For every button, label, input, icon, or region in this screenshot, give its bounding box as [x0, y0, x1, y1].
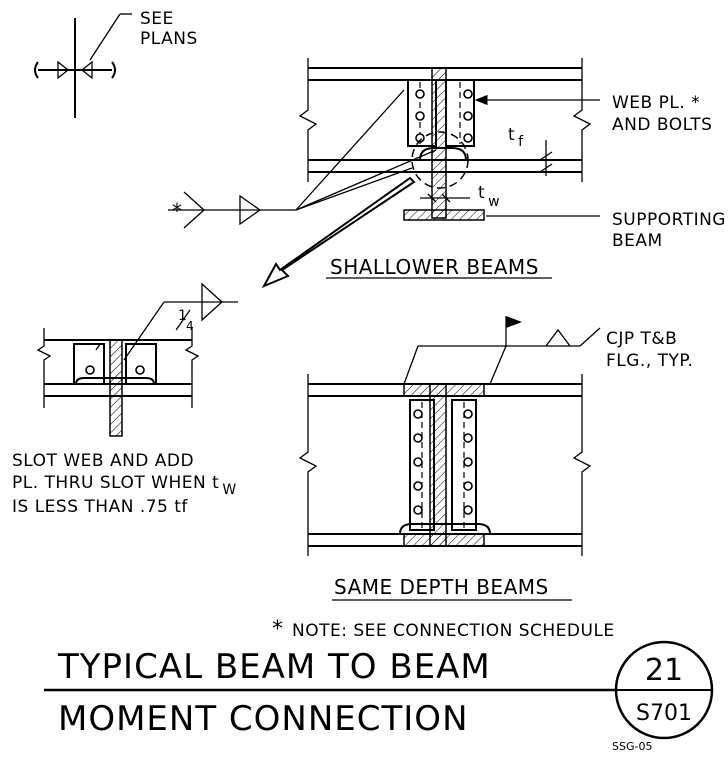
see-plans-label-1: SEE	[140, 9, 174, 29]
weld-fraction-denominator: 4	[186, 319, 194, 333]
connection-schedule-note: NOTE: SEE CONNECTION SCHEDULE	[292, 621, 615, 641]
web-plate-label-1: WEB PL. *	[612, 93, 700, 113]
supporting-beam-label-2: BEAM	[612, 231, 663, 251]
cjp-label-1: CJP T&B	[606, 329, 677, 349]
shallower-beams-caption: SHALLOWER BEAMS	[330, 255, 539, 279]
see-plans-label-2: PLANS	[140, 29, 198, 49]
detail-number: 21	[645, 653, 683, 688]
same-depth-caption: SAME DEPTH BEAMS	[334, 575, 549, 599]
cjp-label-2: FLG., TYP.	[606, 351, 693, 371]
slot-note-line-3: IS LESS THAN .75 tf	[12, 497, 188, 517]
sheet-number: S701	[636, 701, 692, 726]
key-plan-symbol	[34, 13, 132, 118]
same-depth-beams-detail	[298, 316, 601, 601]
detail-title-line-1: TYPICAL BEAM TO BEAM	[57, 647, 491, 687]
shallower-beams-detail	[168, 58, 600, 289]
detail-title-line-2: MOMENT CONNECTION	[58, 699, 469, 739]
supporting-beam-label-1: SUPPORTING	[612, 210, 726, 230]
slot-note-line-1: SLOT WEB AND ADD	[12, 451, 194, 471]
reference-code: SSG-05	[612, 740, 652, 753]
note-star: *	[272, 617, 283, 642]
title-block	[44, 640, 714, 740]
weld-fraction-numerator: 1	[178, 308, 187, 324]
slot-detail	[36, 282, 238, 437]
web-plate-label-2: AND BOLTS	[612, 115, 712, 135]
weld-star-label: *	[172, 199, 183, 223]
